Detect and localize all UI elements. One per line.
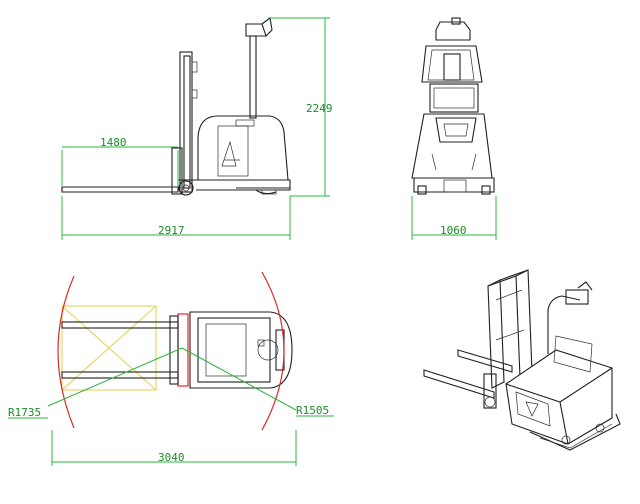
side-dimensions: 1480 2917 2249 bbox=[61, 17, 333, 240]
top-view bbox=[57, 271, 293, 431]
dim-turn-radius-left: R1735 bbox=[8, 406, 41, 419]
dim-height: 2249 bbox=[306, 102, 333, 115]
isometric-view bbox=[423, 269, 621, 451]
front-dimensions: 1060 bbox=[411, 196, 497, 240]
dim-total-length: 2917 bbox=[158, 224, 185, 237]
dim-top-total-length: 3040 bbox=[158, 451, 185, 464]
dim-fork-length: 1480 bbox=[100, 136, 127, 149]
top-dimensions: R1735 R1505 3040 bbox=[8, 347, 334, 466]
side-view bbox=[61, 17, 291, 196]
front-view bbox=[411, 17, 495, 195]
dim-width: 1060 bbox=[440, 224, 467, 237]
dim-turn-radius-right: R1505 bbox=[296, 404, 329, 417]
